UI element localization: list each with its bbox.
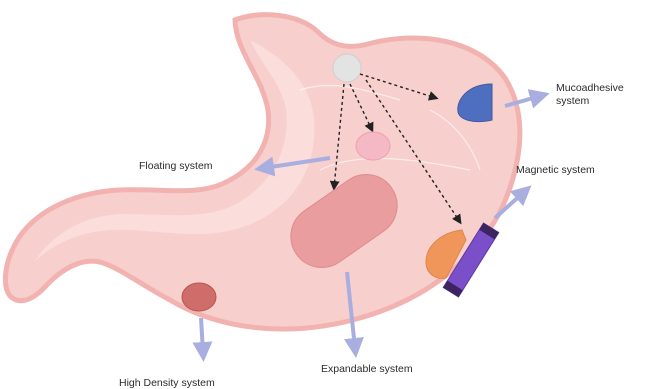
label-mucoadhesive-sub: system: [556, 95, 590, 107]
label-magnetic: Magnetic system: [516, 164, 595, 176]
central-particle: [333, 54, 361, 82]
arrow-high-density: [201, 318, 203, 352]
label-floating: Floating system: [139, 160, 213, 172]
floating-particle: [356, 132, 390, 160]
label-expandable: Expandable system: [321, 363, 413, 375]
label-high-density: High Density system: [119, 377, 215, 389]
high-density-particle: [182, 283, 216, 311]
label-mucoadhesive: Mucoadhesive: [556, 82, 624, 94]
